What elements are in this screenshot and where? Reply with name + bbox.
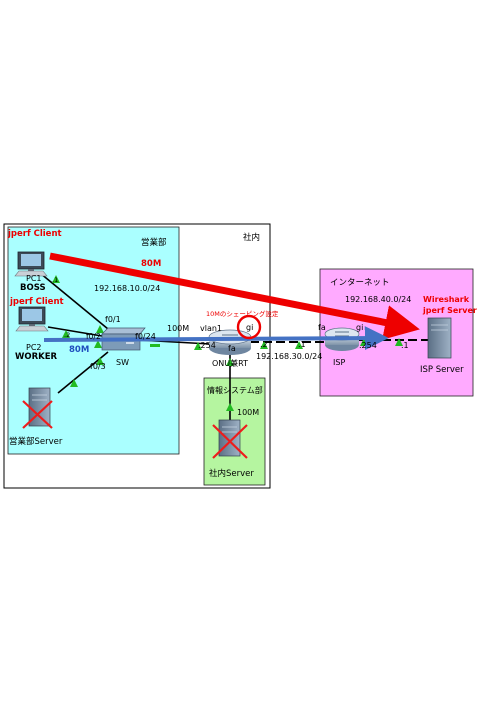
jperf-client-label-1: jperf Client [7, 229, 62, 239]
switch-name: SW [116, 358, 129, 367]
internet-network-address: 192.168.40.0/24 [345, 295, 411, 304]
pc2-computer-icon[interactable] [15, 306, 49, 332]
jperf-client-label-2: jperf Client [9, 297, 64, 307]
port-sw-f024: f0/24 [135, 332, 156, 341]
port-isp-254: .254 [359, 341, 377, 350]
pc2-user: WORKER [15, 352, 58, 362]
wireshark-label: Wireshark [423, 295, 470, 304]
isp-server-icon[interactable] [427, 317, 452, 359]
jperf-server-label: jperf Server [422, 306, 477, 315]
port-pc1-dot: .1 [52, 276, 58, 284]
sales-server-name: 営業部Server [9, 436, 63, 447]
port-isp-fa: fa [318, 323, 326, 332]
port-sw-f02: f0/2 [86, 332, 101, 341]
port-isp-gi: gi [356, 323, 363, 332]
pc1-computer-icon[interactable] [14, 251, 48, 277]
port-rt-254: .254 [198, 341, 216, 350]
rt-server-link-speed: 100M [237, 408, 259, 417]
sales-network-address: 192.168.10.0/24 [94, 284, 160, 293]
sales-server-disabled-cross-icon [22, 400, 53, 429]
cable-pc2-sw [47, 326, 103, 337]
company-area-label: 社内 [243, 232, 260, 243]
flow-80m-red-label: 80M [141, 259, 161, 269]
cable-pc1-sw [39, 272, 109, 330]
port-server-1: .1 [401, 341, 409, 350]
jperf-flow-red-arrow [49, 252, 420, 340]
sw-rt-link-speed: 100M [167, 324, 189, 333]
sales-area-label: 営業部 [141, 237, 167, 248]
flow-80m-blue-label: 80M [69, 345, 89, 355]
pc1-user: BOSS [20, 283, 46, 293]
isp-server-name: ISP Server [420, 365, 464, 375]
link-network-address: 192.168.30.0/24 [256, 352, 322, 361]
port-isp-1: .1 [298, 340, 306, 349]
link-status-indicators [52, 275, 403, 411]
pc1-name: PC1 [26, 274, 42, 283]
port-sw-f03: f0/3 [90, 362, 106, 371]
port-sw-f01: f0/1 [105, 315, 121, 324]
router-name: ONU兼RT [212, 358, 248, 368]
shaping-point-circle [236, 314, 262, 340]
port-rt-gi: gi [246, 323, 253, 332]
isp-name: ISP [333, 358, 345, 367]
company-server-name: 社内Server [209, 468, 254, 479]
infosys-area-label: 情報システム部 [207, 385, 263, 395]
internet-area-label: インターネット [330, 278, 390, 288]
shaping-setting-label: 10Mのシェーピング設定 [206, 309, 279, 318]
port-pc2-dot: .2 [64, 331, 70, 339]
company-server-disabled-cross-icon [212, 424, 248, 459]
jperf-flow-blue-arrow [43, 326, 389, 351]
pc2-name: PC2 [26, 343, 42, 352]
port-rt-2: .2 [260, 340, 268, 349]
port-rt-fa: fa [228, 344, 236, 353]
port-rt-vlan1: vlan1 [200, 324, 222, 333]
